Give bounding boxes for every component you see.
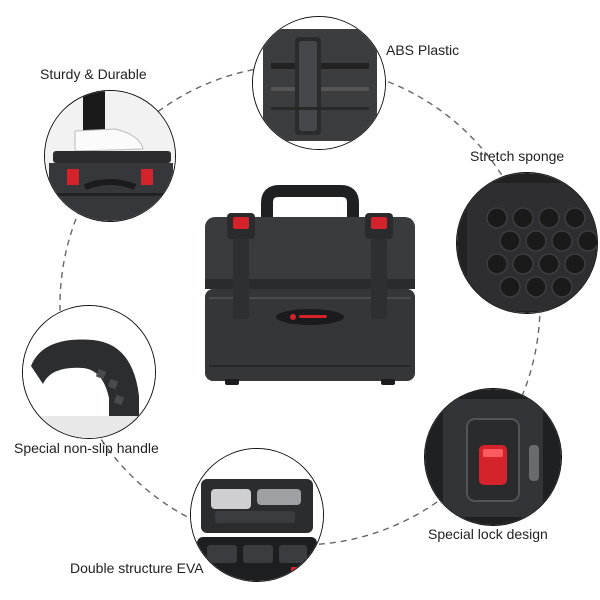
handle-closeup xyxy=(23,306,155,438)
label-non-slip-handle: Special non-slip handle xyxy=(14,440,159,456)
abs-plastic-image xyxy=(252,16,386,150)
brand-logo-icon xyxy=(276,309,344,325)
label-abs-plastic: ABS Plastic xyxy=(386,42,460,58)
label-lock-design: Special lock design xyxy=(428,526,548,542)
open-case-interior xyxy=(191,449,323,581)
latch-closeup xyxy=(425,389,561,525)
protective-case-main xyxy=(195,185,425,395)
foot-on-case-illustration xyxy=(45,91,175,221)
stretch-sponge-image xyxy=(456,172,598,314)
case-illustration xyxy=(205,185,415,385)
abs-shell-closeup xyxy=(253,17,385,149)
label-double-eva: Double structure EVA xyxy=(70,560,204,576)
sturdy-durable-image xyxy=(44,90,176,222)
label-sturdy-durable: Sturdy & Durable xyxy=(40,66,147,82)
double-eva-image xyxy=(190,448,324,582)
non-slip-handle-image xyxy=(22,305,156,439)
foam-closeup xyxy=(457,173,597,313)
lock-design-image xyxy=(424,388,562,526)
label-stretch-sponge: Stretch sponge xyxy=(470,148,565,164)
